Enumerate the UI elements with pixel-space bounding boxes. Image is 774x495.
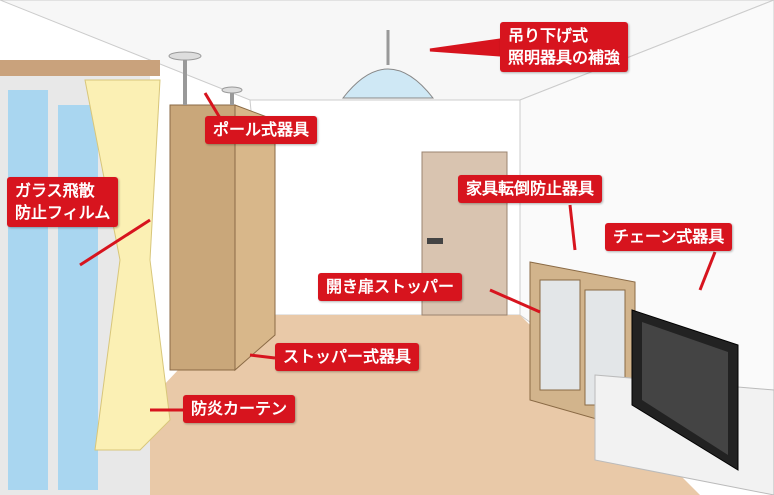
bookcase-side xyxy=(234,104,276,372)
callout-door-stopper: 開き扉ストッパー xyxy=(318,273,463,301)
curtain-rail xyxy=(0,60,160,76)
callout-curtain: 防炎カーテン xyxy=(183,395,296,423)
callout-line: ガラス飛散 xyxy=(15,181,95,200)
curtain xyxy=(84,79,171,451)
callout-ceiling-light: 吊り下げ式 照明器具の補強 xyxy=(500,22,629,72)
window-glass xyxy=(8,90,48,490)
callout-chain: チェーン式器具 xyxy=(605,223,733,251)
callout-glass-film: ガラス飛散 防止フィルム xyxy=(7,177,119,227)
callout-stopper: ストッパー式器具 xyxy=(275,343,420,371)
window-glass xyxy=(58,105,98,490)
callout-pole: ポール式器具 xyxy=(205,116,318,144)
bookcase xyxy=(169,104,236,371)
callout-line: 吊り下げ式 xyxy=(508,26,589,45)
door-handle xyxy=(427,238,443,244)
callout-line: 照明器具の補強 xyxy=(508,48,621,67)
callout-furniture-anchor: 家具転倒防止器具 xyxy=(458,175,603,203)
ceiling-light xyxy=(341,68,435,99)
callout-line: 防止フィルム xyxy=(15,203,111,222)
